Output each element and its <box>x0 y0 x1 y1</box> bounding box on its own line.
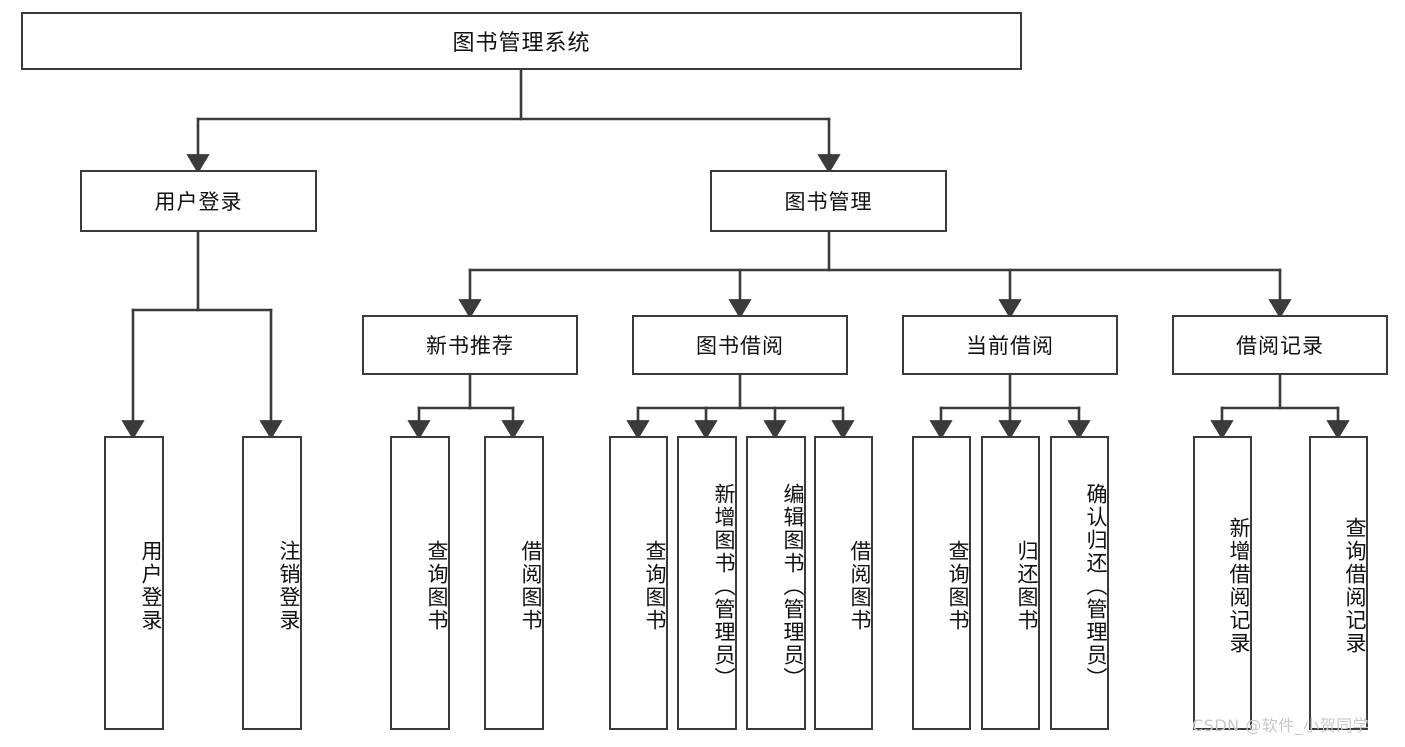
node-current-borrow[interactable]: 当前借阅 <box>902 315 1118 375</box>
leaf-current-confirm-return-admin[interactable]: 确认归还（管理员） <box>1050 436 1109 730</box>
leaf-user-login-logout[interactable]: 注销登录 <box>242 436 302 730</box>
node-new-book-recommend[interactable]: 新书推荐 <box>362 315 578 375</box>
leaf-current-return-book[interactable]: 归还图书 <box>981 436 1040 730</box>
node-user-login[interactable]: 用户登录 <box>80 170 317 232</box>
leaf-borrow-edit-book-admin[interactable]: 编辑图书（管理员） <box>746 436 806 730</box>
leaf-record-query-record[interactable]: 查询借阅记录 <box>1309 436 1368 730</box>
leaf-current-query-book[interactable]: 查询图书 <box>912 436 971 730</box>
leaf-user-login-login[interactable]: 用户登录 <box>104 436 164 730</box>
leaf-new-book-borrow[interactable]: 借阅图书 <box>484 436 544 730</box>
csdn-watermark: CSDN @软件_小贺同学 <box>1192 716 1370 735</box>
node-root-system[interactable]: 图书管理系统 <box>21 12 1022 70</box>
leaf-borrow-query-book[interactable]: 查询图书 <box>609 436 668 730</box>
node-borrow-record[interactable]: 借阅记录 <box>1172 315 1388 375</box>
leaf-borrow-add-book-admin[interactable]: 新增图书（管理员） <box>677 436 737 730</box>
node-book-management[interactable]: 图书管理 <box>710 170 947 232</box>
node-book-borrow[interactable]: 图书借阅 <box>632 315 848 375</box>
leaf-record-add-record[interactable]: 新增借阅记录 <box>1193 436 1252 730</box>
leaf-borrow-borrow-book[interactable]: 借阅图书 <box>814 436 873 730</box>
leaf-new-book-query[interactable]: 查询图书 <box>390 436 450 730</box>
